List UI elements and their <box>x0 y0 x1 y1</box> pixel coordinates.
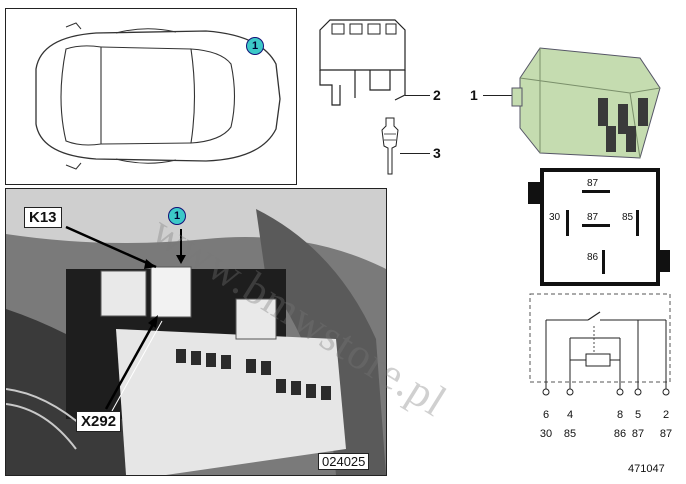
schematic-terminal-85: 85 <box>563 428 577 440</box>
pinout-tab-left <box>528 182 540 204</box>
pin-label-87-top: 87 <box>587 178 599 189</box>
terminal-pin-drawing <box>381 117 399 175</box>
terminal-part-number: 3 <box>433 145 441 161</box>
pin-bar-85 <box>636 210 639 236</box>
terminal-leader-line <box>400 153 430 154</box>
socket-leader-line <box>405 95 430 96</box>
pin-bar-87-center <box>582 224 610 227</box>
pin-label-30: 30 <box>549 212 561 223</box>
schematic-terminal-30: 30 <box>539 428 553 440</box>
socket-label-x292: X292 <box>76 411 122 432</box>
pin-bar-87-top <box>582 190 610 193</box>
schematic-terminal-87-b: 87 <box>659 428 673 440</box>
relay-label-k13: K13 <box>24 207 62 228</box>
pin-bar-86 <box>602 250 605 274</box>
schematic-pin-position-5: 5 <box>634 409 642 421</box>
image-code: 024025 <box>318 453 370 470</box>
car-location-panel: 1 <box>5 8 297 185</box>
relay-pinout-box: 87 30 87 85 86 <box>540 168 660 286</box>
photo-callout-1: 1 <box>168 207 186 225</box>
car-callout-1: 1 <box>246 37 264 55</box>
schematic-pin-position-2: 2 <box>662 409 670 421</box>
relay-socket-drawing <box>319 19 406 106</box>
pin-label-85: 85 <box>622 212 634 223</box>
installation-photo-illustration <box>6 189 386 475</box>
relay-leader-line <box>483 95 513 96</box>
relay-part-number: 1 <box>470 87 478 103</box>
schematic-terminal-87-a: 87 <box>631 428 645 440</box>
schematic-pin-position-8: 8 <box>616 409 624 421</box>
pinout-tab-right <box>660 250 670 272</box>
pin-label-86: 86 <box>587 252 599 263</box>
socket-part-number: 2 <box>433 87 441 103</box>
pin-label-87-center: 87 <box>587 212 599 223</box>
car-top-view-outline <box>35 22 281 170</box>
schematic-pin-position-6: 6 <box>542 409 550 421</box>
figure-number: 471047 <box>628 463 665 475</box>
green-relay-drawing <box>511 47 661 159</box>
pin-bar-30 <box>566 210 569 236</box>
relay-circuit-schematic <box>529 293 671 396</box>
schematic-terminal-86: 86 <box>613 428 627 440</box>
installation-photo-panel: K13 1 X292 024025 <box>5 188 387 476</box>
schematic-pin-position-4: 4 <box>566 409 574 421</box>
